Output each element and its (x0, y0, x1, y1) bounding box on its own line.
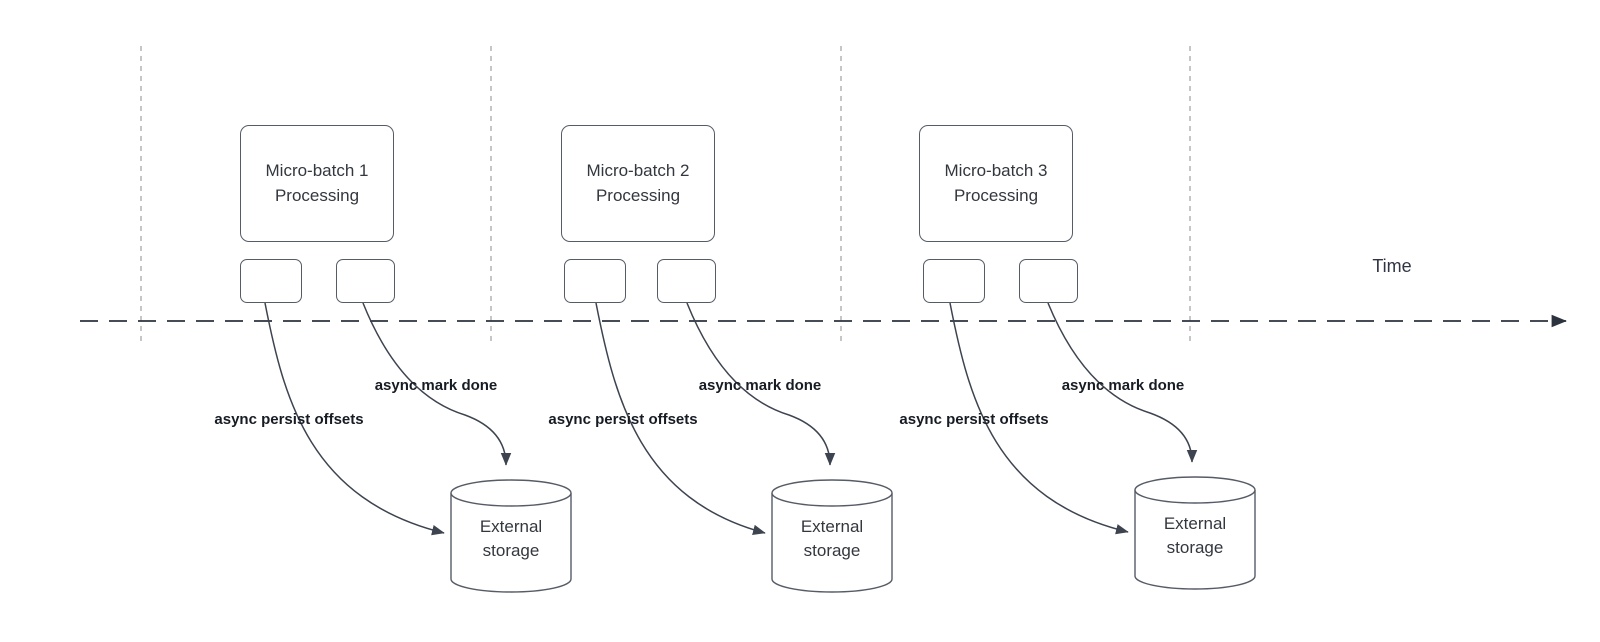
persist-offsets-arrow-1 (264, 302, 445, 536)
micro-batch-3-title: Micro-batch 3 Processing (944, 161, 1048, 205)
mark-done-label-2: async mark done (698, 377, 822, 394)
micro-batch-2-box: Micro-batch 2 Processing (561, 125, 715, 242)
sub-task-box-2a (564, 259, 626, 303)
sub-task-box-1a (240, 259, 302, 303)
storage-cylinder-1 (450, 479, 572, 593)
storage-cylinder-3 (1134, 476, 1256, 590)
persist-offsets-arrow-2 (595, 302, 766, 535)
storage-cylinder-2 (771, 479, 893, 593)
micro-batch-2-title: Micro-batch 2 Processing (586, 161, 690, 205)
storage-label-2: External storage (800, 517, 864, 560)
micro-batch-1-title: Micro-batch 1 Processing (265, 161, 369, 205)
persist-offsets-arrow-3 (949, 302, 1129, 535)
mark-done-label-3: async mark done (1061, 377, 1185, 394)
mark-done-arrow-1 (362, 302, 512, 466)
persist-offsets-label-3: async persist offsets (899, 411, 1049, 428)
mark-done-arrow-3 (1047, 302, 1198, 463)
sub-task-box-3a (923, 259, 985, 303)
persist-offsets-label-2: async persist offsets (548, 411, 698, 428)
storage-label-3: External storage (1163, 514, 1227, 557)
mark-done-arrow-2 (686, 302, 836, 466)
micro-batch-1-box: Micro-batch 1 Processing (240, 125, 394, 242)
sub-task-box-1b (336, 259, 395, 303)
micro-batch-3-box: Micro-batch 3 Processing (919, 125, 1073, 242)
sub-task-box-2b (657, 259, 716, 303)
time-label: Time (1372, 256, 1412, 276)
mark-done-label-1: async mark done (374, 377, 498, 394)
persist-offsets-label-1: async persist offsets (214, 411, 364, 428)
storage-label-1: External storage (479, 517, 543, 560)
sub-task-box-3b (1019, 259, 1078, 303)
